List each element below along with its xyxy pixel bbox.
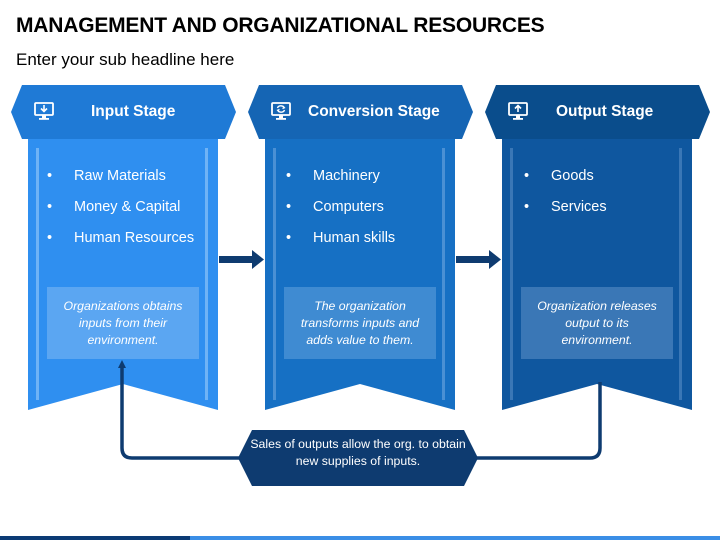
list-item: Computers	[286, 197, 395, 228]
feedback-box	[238, 430, 478, 486]
monitor-upload-icon	[508, 102, 528, 120]
output-stage-note: Organization releases output to its envi…	[537, 298, 657, 347]
conversion-stage-note-box	[284, 287, 436, 359]
list-item: Raw Materials	[47, 166, 194, 197]
output-stage-note-box	[521, 287, 673, 359]
forward-arrow-1	[219, 250, 264, 269]
feedback-line-right	[466, 382, 602, 462]
list-item: Human Resources	[47, 228, 194, 259]
output-stage-title: Output Stage	[556, 103, 654, 120]
conversion-stage-title: Conversion Stage	[308, 103, 440, 120]
input-stage-note-box	[47, 287, 199, 359]
monitor-download-icon	[34, 102, 54, 120]
input-stage-edge-left	[36, 148, 39, 400]
input-stage-edge-right	[205, 148, 208, 400]
bottom-accent-bar-dark	[0, 536, 190, 540]
page-title: MANAGEMENT AND ORGANIZATIONAL RESOURCES	[16, 14, 545, 37]
list-item: Goods	[524, 166, 607, 197]
input-stage-items: Raw Materials Money & Capital Human Reso…	[47, 166, 194, 259]
list-item: Money & Capital	[47, 197, 194, 228]
list-item: Human skills	[286, 228, 395, 259]
input-stage-note: Organizations obtains inputs from their …	[63, 298, 183, 347]
bottom-accent-bar	[0, 536, 720, 540]
monitor-refresh-icon	[271, 102, 291, 120]
conversion-stage-items: Machinery Computers Human skills	[286, 166, 395, 259]
conversion-stage-note: The organization transforms inputs and a…	[300, 298, 420, 347]
page-subtitle: Enter your sub headline here	[16, 50, 235, 69]
output-stage-column	[485, 85, 710, 410]
output-stage-header	[485, 85, 710, 139]
input-stage-header	[11, 85, 236, 139]
list-item: Machinery	[286, 166, 395, 197]
bottom-accent-bar-light	[190, 536, 720, 540]
feedback-text: Sales of outputs allow the org. to obtai…	[250, 437, 466, 468]
feedback-line-left	[118, 360, 248, 460]
conversion-stage-edge-left	[273, 148, 276, 400]
output-stage-edge-right	[679, 148, 682, 400]
conversion-stage-header	[248, 85, 473, 139]
input-stage-title: Input Stage	[91, 103, 176, 120]
output-stage-edge-left	[510, 148, 513, 400]
conversion-stage-edge-right	[442, 148, 445, 400]
output-stage-items: Goods Services	[524, 166, 607, 228]
list-item: Services	[524, 197, 607, 228]
forward-arrow-2	[456, 250, 501, 269]
